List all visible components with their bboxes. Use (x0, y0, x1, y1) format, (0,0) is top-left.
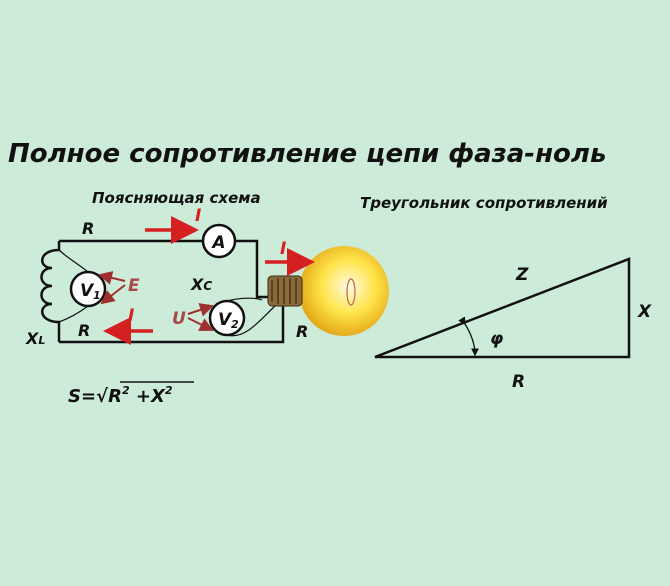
label-r: R (512, 372, 525, 392)
label-e: E (128, 276, 140, 296)
svg-text:V: V (218, 310, 233, 330)
circuit-heading: Поясняющая схема (92, 189, 261, 207)
svg-text:A: A (210, 233, 225, 253)
impedance-triangle (374, 257, 631, 359)
svg-text:1: 1 (93, 289, 101, 302)
label-z: Z (515, 265, 529, 285)
label-xc: XC (190, 275, 212, 294)
label-i-right: I (280, 239, 286, 259)
label-u: U (172, 309, 186, 329)
svg-text:2: 2 (231, 318, 239, 331)
label-xl: XL (25, 329, 45, 348)
label-phi: φ (490, 329, 503, 349)
label-r-bottom: R (78, 321, 90, 340)
annotation-arrows (98, 270, 214, 331)
voltmeter-v1: V 1 (69, 270, 107, 308)
label-i-top: I (195, 206, 201, 226)
triangle-heading: Треугольник сопротивлений (360, 194, 608, 212)
svg-text:S=√R2 +X2: S=√R2 +X2 (68, 384, 173, 407)
label-r-top: R (82, 219, 94, 238)
light-bulb (267, 246, 389, 336)
ammeter: A (201, 223, 237, 259)
label-i-bottom: I (128, 306, 134, 326)
formula: S=√R2 +X2 (68, 381, 194, 407)
current-arrows (103, 216, 315, 345)
inductor-coil (40, 241, 61, 342)
voltmeter-v2: V 2 (208, 299, 246, 337)
label-x: X (637, 302, 652, 322)
label-r-right: R (296, 322, 308, 341)
svg-text:V: V (80, 281, 95, 301)
page-title: Полное сопротивление цепи фаза-ноль (8, 139, 606, 169)
